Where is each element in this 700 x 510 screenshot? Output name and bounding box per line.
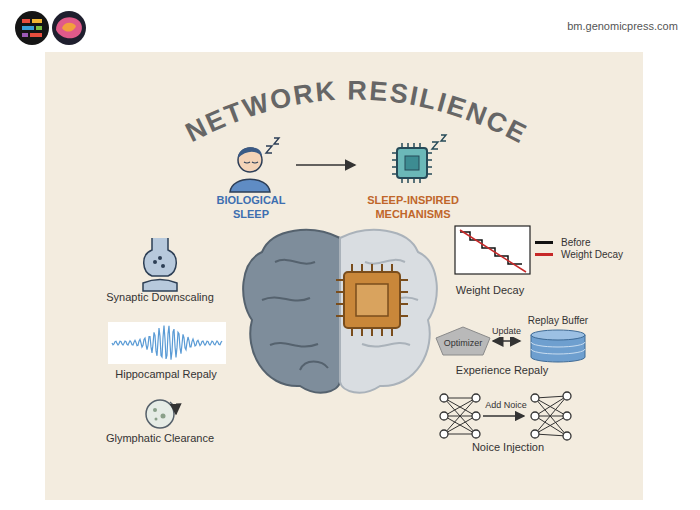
network-link (535, 398, 567, 436)
optimizer-pentagon: Optimizer (435, 326, 491, 356)
connector-arrow (493, 340, 520, 342)
title: NETWORK RESILIENCE (181, 75, 533, 149)
sleeping-person (230, 138, 279, 192)
panel (45, 52, 643, 500)
cylinder-rings (531, 342, 585, 354)
legend-text: Weight Decay (561, 249, 623, 260)
caption-label: Glymphatic Clearance (100, 432, 220, 445)
caption-label: Weight Decay (440, 284, 540, 297)
network-link (444, 416, 476, 434)
node-label: Optimizer (435, 326, 491, 349)
waveform-box (108, 322, 226, 364)
network-link (444, 398, 476, 416)
sleep-node: BIOLOGICAL SLEEP (208, 135, 294, 221)
neural-networks (440, 392, 571, 440)
network-unit (563, 392, 571, 400)
caption-label: Experience Repaly (440, 364, 564, 377)
network-unit (472, 430, 480, 438)
network-link (535, 434, 567, 436)
network-link (444, 434, 476, 435)
mechanism-node: SLEEP-INSPIRED MECHANISMS (357, 135, 469, 221)
network-unit (472, 394, 480, 402)
network-unit (440, 394, 448, 402)
clearance-icon (146, 400, 176, 428)
network-link (444, 398, 476, 399)
network-link (535, 396, 567, 416)
brain-chip (243, 230, 437, 393)
legend-swatch (535, 253, 553, 256)
network-link (444, 398, 476, 416)
node-label: Replay Buffer (522, 314, 594, 327)
legend-row: Weight Decay (535, 249, 623, 260)
network-link (535, 396, 567, 398)
caption-label: Hippocampal Repaly (104, 368, 228, 381)
weight-decay-chart (455, 226, 530, 274)
network-link (444, 416, 476, 434)
add-noise-arrow (483, 415, 524, 416)
network-unit (563, 432, 571, 440)
journal-logo (15, 11, 86, 45)
synapse-icon (143, 238, 177, 291)
connector-arrow (296, 164, 355, 166)
chip-icon (392, 135, 446, 183)
title-text-holder: NETWORK RESILIENCE (181, 75, 533, 149)
network-link (444, 398, 476, 434)
node-label: SLEEP-INSPIRED MECHANISMS (357, 193, 469, 221)
network-link (535, 416, 567, 436)
legend-text: Before (561, 237, 590, 248)
network-unit (440, 412, 448, 420)
network-unit (531, 412, 539, 420)
network-link (535, 416, 567, 434)
network-unit (531, 430, 539, 438)
legend-swatch (535, 241, 553, 244)
caption-label: Synaptic Downscaling (100, 291, 220, 304)
network-unit (440, 430, 448, 438)
caption-label: Noice Injection (450, 441, 566, 454)
network-link (535, 396, 567, 434)
legend-row: Before (535, 237, 590, 248)
node-label: BIOLOGICAL SLEEP (208, 193, 294, 221)
edge-label: Update (490, 326, 523, 337)
url-label: bm.genomicpress.com (560, 20, 685, 33)
network-unit (563, 412, 571, 420)
pentagon-shape (436, 327, 490, 355)
cylinder-top (531, 330, 585, 340)
waveform (112, 326, 222, 360)
network-link (444, 398, 476, 434)
caption-label: Add Noice (478, 399, 534, 412)
network-unit (472, 412, 480, 420)
cylinder-outline (529, 329, 587, 363)
network-unit (531, 394, 539, 402)
replay-buffer: Replay Buffer (522, 314, 594, 363)
